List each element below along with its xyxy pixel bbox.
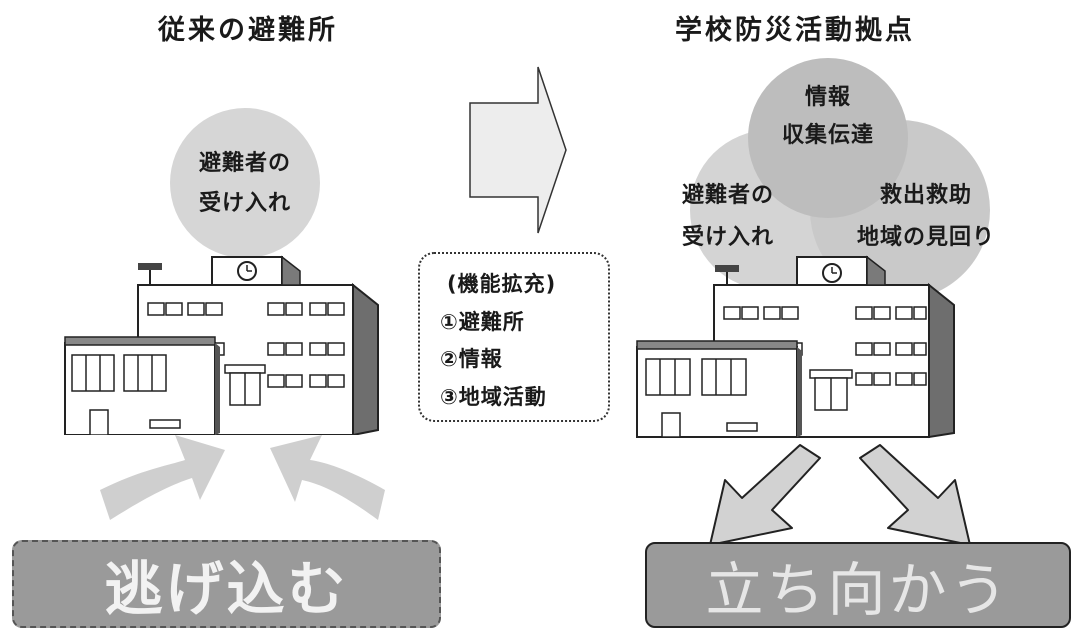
left-bubble-line1: 避難者の [198,151,291,176]
school-building-right-icon [636,255,955,439]
right-action-text: 立ち向かう [705,556,1011,624]
right-bubble-top [748,58,908,218]
function-item-3: ③地域活動 [440,385,547,409]
left-title: 従来の避難所 [158,15,338,46]
arrow-up-right-icon [100,435,225,520]
left-incoming-arrows [100,435,385,520]
right-bubble-left-line1: 避難者の [681,183,774,208]
right-title: 学校防災活動拠点 [675,15,915,46]
function-expansion-heading: (機能拡充) [447,272,557,296]
function-expansion-box [418,252,610,422]
left-bubble [170,108,320,258]
right-bubble-right-line2: 地域の見回り [856,225,995,250]
left-action-box: 逃げ込む [12,540,441,628]
school-building-left-icon [64,255,379,435]
right-bubble-right-line1: 救出救助 [879,183,972,208]
center-arrow-icon [469,66,567,234]
arrow-up-left-icon [270,435,385,520]
right-bubble-left-line2: 受け入れ [681,225,774,250]
right-bubble-top-line1: 情報 [804,85,851,110]
function-item-1: ①避難所 [440,310,525,334]
arrow-down-left-icon [709,444,821,546]
right-bubble-top-line2: 収集伝達 [781,123,874,148]
right-action-box: 立ち向かう [645,542,1071,628]
arrow-down-right-icon [859,444,971,546]
left-action-text: 逃げ込む [104,555,349,623]
function-item-2: ②情報 [440,347,503,371]
right-outgoing-arrows [709,444,971,546]
left-bubble-line2: 受け入れ [198,191,291,216]
